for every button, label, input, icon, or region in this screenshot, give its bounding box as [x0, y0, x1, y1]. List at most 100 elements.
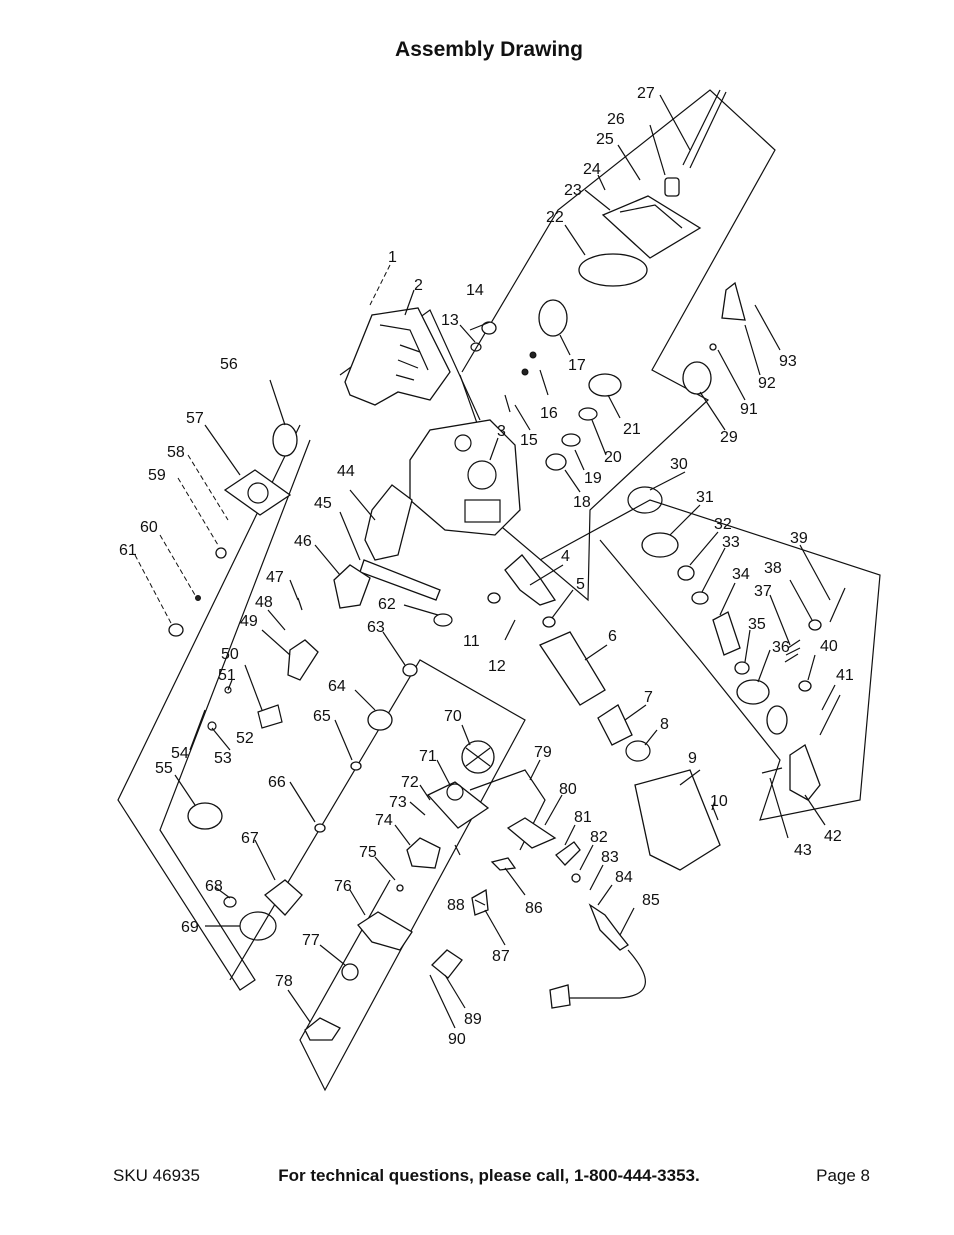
- part-label: 6: [608, 628, 617, 645]
- part-label: 64: [328, 678, 346, 695]
- part-label: 52: [236, 730, 254, 747]
- part-label: 11: [463, 633, 480, 650]
- part-label: 58: [167, 444, 185, 461]
- part-label: 31: [696, 489, 714, 506]
- part-label: 91: [740, 401, 758, 418]
- part-label: 1: [388, 249, 397, 266]
- part-label: 72: [401, 774, 419, 791]
- part-label: 48: [255, 594, 273, 611]
- part-label: 29: [720, 429, 738, 446]
- part-label: 85: [642, 892, 660, 909]
- part-label: 90: [448, 1031, 466, 1048]
- part-label: 36: [772, 639, 790, 656]
- part-label: 23: [564, 182, 582, 199]
- part-left-stack: [187, 564, 371, 830]
- part-label: 37: [754, 583, 772, 600]
- part-label: 39: [790, 530, 808, 547]
- part-housing-cover: [344, 307, 451, 406]
- part-label: 83: [601, 849, 619, 866]
- part-label: 7: [644, 689, 653, 706]
- part-label: 15: [520, 432, 538, 449]
- part-label: 65: [313, 708, 331, 725]
- part-label: 82: [590, 829, 608, 846]
- part-right-stack: [627, 281, 846, 801]
- part-label: 22: [546, 209, 564, 226]
- part-label: 25: [596, 131, 614, 148]
- part-label: 73: [389, 794, 407, 811]
- part-label: 43: [794, 842, 812, 859]
- part-label: 62: [378, 596, 396, 613]
- part-label: 80: [559, 781, 577, 798]
- part-label: 61: [119, 542, 137, 559]
- part-label: 20: [604, 449, 622, 466]
- part-label: 12: [488, 658, 506, 675]
- part-label: 19: [584, 470, 602, 487]
- part-label: 55: [155, 760, 173, 777]
- part-motor: [359, 484, 441, 601]
- part-label: 51: [218, 667, 236, 684]
- part-fan: [168, 423, 298, 637]
- part-label: 44: [337, 463, 355, 480]
- part-label: 76: [334, 878, 352, 895]
- part-label: 66: [268, 774, 286, 791]
- part-label: 49: [240, 613, 258, 630]
- part-label: 86: [525, 900, 543, 917]
- part-label: 54: [171, 745, 189, 762]
- part-label: 27: [637, 85, 655, 102]
- part-label: 33: [722, 534, 740, 551]
- part-label: 42: [824, 828, 842, 845]
- footer-page-number: Page 8: [816, 1166, 870, 1185]
- part-label: 14: [466, 282, 484, 299]
- part-label: 87: [492, 948, 510, 965]
- part-label: 41: [836, 667, 854, 684]
- part-label: 24: [583, 161, 601, 178]
- part-label: 92: [758, 375, 776, 392]
- part-label: 3: [497, 423, 506, 440]
- part-label: 77: [302, 932, 320, 949]
- part-top-plate: [578, 89, 727, 287]
- part-label: 35: [748, 616, 766, 633]
- part-label: 21: [623, 421, 641, 438]
- part-label: 40: [820, 638, 838, 655]
- part-label: 89: [464, 1011, 482, 1028]
- part-label: 46: [294, 533, 312, 550]
- part-label: 9: [688, 750, 697, 767]
- part-label: 30: [670, 456, 688, 473]
- page-title: Assembly Drawing: [395, 38, 583, 61]
- part-bearings: [223, 613, 453, 941]
- part-label: 70: [444, 708, 462, 725]
- part-label: 78: [275, 973, 293, 990]
- part-label: 13: [441, 312, 459, 329]
- part-spindle: [487, 554, 721, 871]
- part-label: 17: [568, 357, 586, 374]
- part-label: 74: [375, 812, 393, 829]
- part-label: 81: [574, 809, 592, 826]
- footer-sku: SKU 46935: [113, 1166, 200, 1185]
- part-label: 71: [419, 748, 437, 765]
- part-label: 56: [220, 356, 238, 373]
- part-label: 63: [367, 619, 385, 636]
- part-label: 50: [221, 646, 239, 663]
- part-lower-stack: [304, 740, 495, 1041]
- part-label: 26: [607, 111, 625, 128]
- part-label: 34: [732, 566, 750, 583]
- part-label: 18: [573, 494, 591, 511]
- part-label: 79: [534, 744, 552, 761]
- part-gears: [470, 299, 622, 471]
- part-label: 47: [266, 569, 284, 586]
- footer-tech-line: For technical questions, please call, 1-…: [278, 1166, 700, 1185]
- part-label: 67: [241, 830, 259, 847]
- part-label: 88: [447, 897, 465, 914]
- part-label: 75: [359, 844, 377, 861]
- part-label: 59: [148, 467, 166, 484]
- part-label: 45: [314, 495, 332, 512]
- part-label: 4: [561, 548, 570, 565]
- part-label: 16: [540, 405, 558, 422]
- part-label: 32: [714, 516, 732, 533]
- part-label: 68: [205, 878, 223, 895]
- part-label: 93: [779, 353, 797, 370]
- part-number-labels: 1 2 3 4 5 6 7 8 9 10 11 12 13 14 15 16 1…: [119, 85, 854, 1048]
- part-label: 2: [414, 277, 423, 294]
- part-label: 57: [186, 410, 204, 427]
